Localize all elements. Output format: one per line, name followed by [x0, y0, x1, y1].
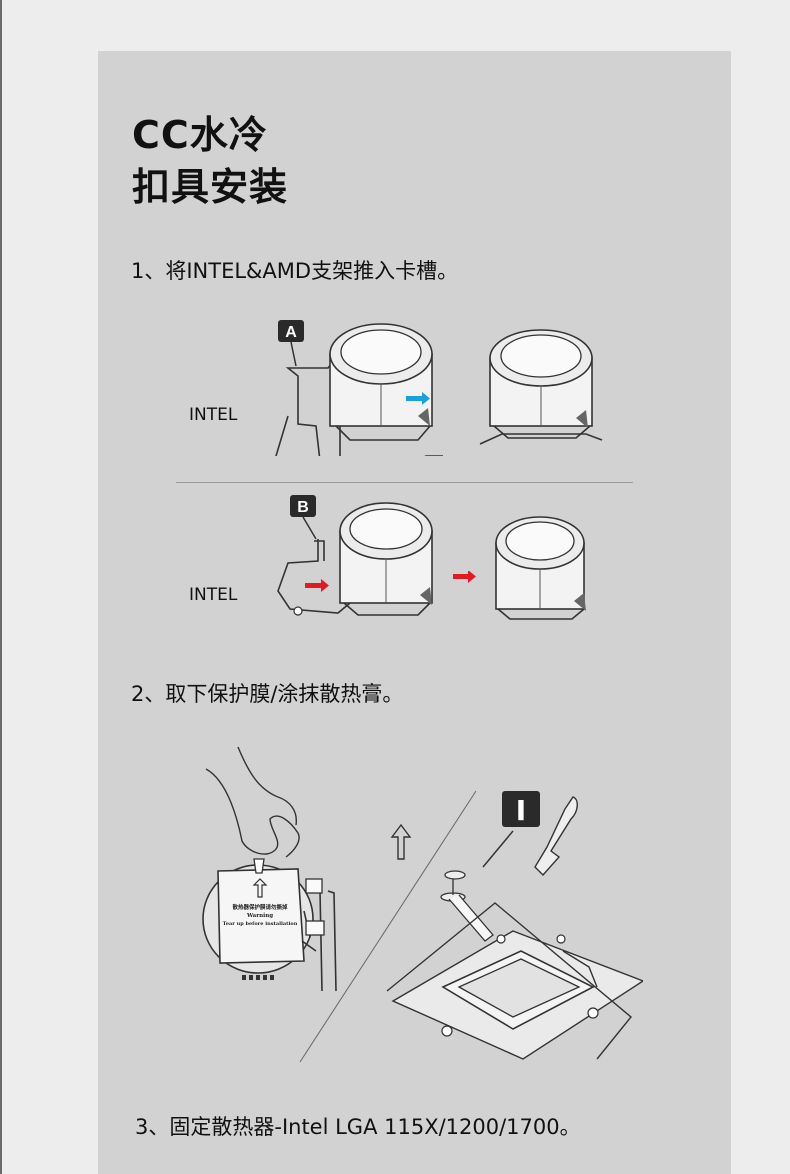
badge-i: I: [482, 791, 540, 868]
push-arrow-a1: [406, 392, 430, 405]
paste-syringe: [440, 870, 494, 942]
hand-illustration: [205, 768, 300, 858]
badge-b: B: [290, 495, 317, 540]
up-arrow-icon: [390, 823, 412, 860]
title-line-1: CC水冷: [132, 113, 268, 157]
cpu-socket: [441, 934, 599, 1037]
push-arrow-b-overlay: [305, 571, 476, 592]
badge-b-text: B: [297, 499, 309, 516]
badge-a: A: [278, 320, 304, 367]
protective-film: [217, 868, 305, 964]
thermal-paste-figure: I: [386, 791, 643, 1060]
title-line-2: 扣具安装: [132, 165, 289, 209]
bracket-push-figure-a: A: [275, 320, 578, 456]
platform-label-a: INTEL: [189, 405, 238, 425]
pump-block-b1: [293, 502, 433, 616]
push-arrow-b1-shape: [305, 579, 329, 592]
film-label-line-2: Warning: [246, 913, 273, 919]
peel-film-figure: 散热器保护膜请勿撕掉 Warning Tear up before instal…: [202, 746, 412, 992]
badge-a-text: A: [285, 324, 297, 341]
push-arrow-b2: [453, 571, 476, 583]
film-label-line-1: 散热器保护膜请勿撕掉: [232, 903, 288, 911]
pump-installed-figure-a: [479, 329, 603, 445]
instruction-panel: CC水冷 扣具安装 1、将INTEL&AMD支架推入卡槽。 INTEL A: [98, 51, 731, 1174]
bracket-push-figure-b: B: [277, 495, 433, 616]
pump-installed-figure-b: [495, 516, 586, 620]
page-edge-rule: [0, 0, 2, 1174]
figure-divider: [176, 482, 633, 483]
platform-label-b: INTEL: [189, 585, 238, 605]
pump-contacts: [242, 975, 274, 980]
step-1-text: 1、将INTEL&AMD支架推入卡槽。: [131, 259, 459, 283]
spatula-icon: [534, 796, 578, 877]
pump-block-a1: [329, 323, 443, 456]
film-label-line-3: Tear up before installation: [223, 921, 298, 927]
diagonal-divider: [299, 790, 477, 1063]
step-3-text: 3、固定散热器-Intel LGA 115X/1200/1700。: [135, 1115, 581, 1139]
badge-i-text: I: [516, 794, 526, 827]
step-2-text: 2、取下保护膜/涂抹散热膏。: [131, 682, 404, 706]
intel-bracket-b: [277, 539, 351, 614]
page-title: CC水冷 扣具安装: [132, 109, 288, 213]
